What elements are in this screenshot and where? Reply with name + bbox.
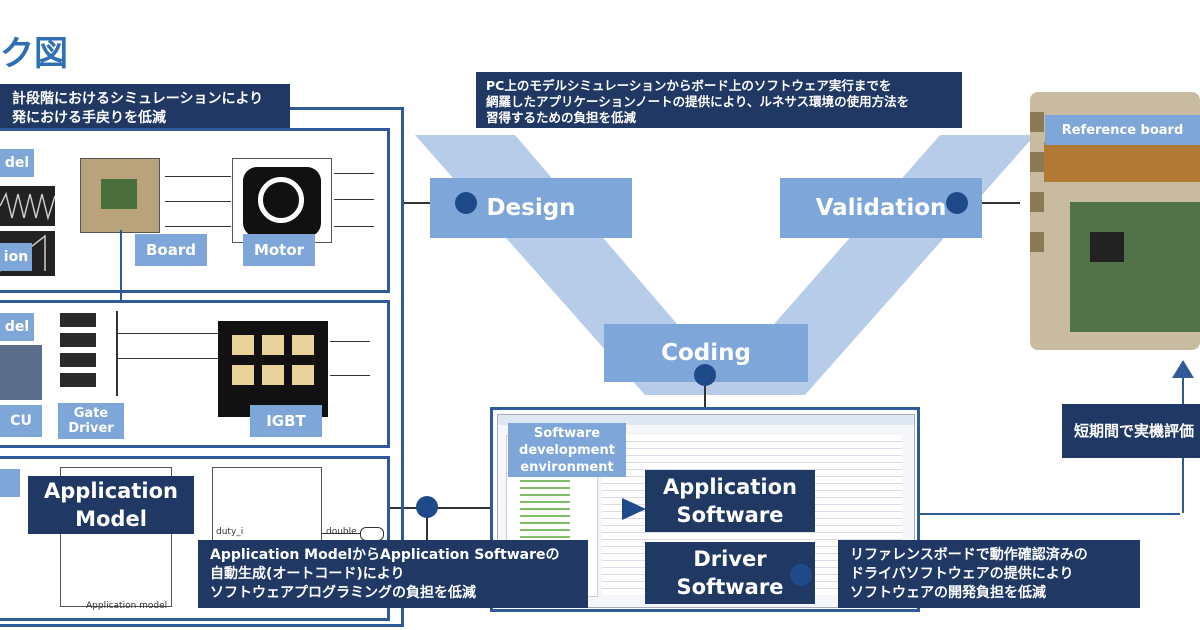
design-dot	[455, 192, 477, 214]
igbt-module-image	[218, 321, 328, 417]
driver-dot	[790, 564, 812, 586]
panel2-out-line-1	[330, 341, 370, 342]
panel2-bus-line	[116, 311, 118, 396]
driver-callout-line-3: ソフトウェアの開発負担を低減	[850, 585, 1046, 601]
top-callout-line-2: 網羅したアプリケーションノートの提供により、ルネサス環境の使用方法を	[486, 94, 910, 109]
panel1-out-line-2	[334, 199, 374, 200]
driver-software-label: Driver Software	[645, 542, 815, 604]
mcu-chip-image	[0, 345, 42, 400]
panel1-signal-line-3	[165, 226, 231, 227]
connector-coding-line	[704, 372, 706, 408]
panel3-port-stub	[0, 469, 20, 497]
panel1-model-label: del	[0, 149, 34, 177]
connector-appmodel-line	[195, 507, 635, 509]
output-port	[360, 527, 384, 541]
double-port-label: double	[326, 527, 357, 537]
gate-driver-chip-2	[60, 333, 96, 347]
panel-link-line	[120, 230, 122, 302]
top-callout: PC上のモデルシミュレーションからボード上のソフトウェア実行までを 網羅したアプ…	[476, 72, 962, 128]
panel1-motor-label: Motor	[243, 234, 315, 266]
panel2-mcu-label: CU	[0, 405, 42, 437]
application-model-label: Application Model	[28, 476, 194, 534]
validation-dot	[946, 192, 968, 214]
application-software-label: Application Software	[645, 470, 815, 532]
panel-hardware-model: del CU Gate Driver IGBT	[0, 300, 390, 448]
autocode-callout-line-1: Application ModelからApplication Softwareの	[210, 547, 560, 563]
panel1-signal-line-2	[165, 201, 231, 202]
panel1-signal-line-1	[165, 176, 231, 177]
oscilloscope-waveform	[0, 186, 56, 226]
gate-driver-chip-1	[60, 313, 96, 327]
reference-board-label: Reference board	[1045, 115, 1200, 145]
gate-driver-chip-4	[60, 373, 96, 387]
connector-right-line	[920, 513, 1180, 515]
panel2-gate-driver-label: Gate Driver	[58, 403, 124, 439]
panel2-out-line-2	[330, 375, 370, 376]
board-image	[80, 158, 160, 233]
driver-callout-line-1: リファレンスボードで動作確認済みの	[850, 547, 1088, 563]
panel1-out-line-1	[334, 173, 374, 174]
motor-block	[232, 158, 332, 243]
software-env-label: Software development environment	[508, 423, 626, 477]
driver-callout-line-2: ドライバソフトウェアの提供により	[850, 566, 1074, 582]
app-model-caption: Application model	[86, 601, 168, 611]
left-callout-line-2: 発における手戻りを低減	[12, 110, 166, 126]
panel-plant-model: del ion Board Motor	[0, 128, 390, 293]
autocode-callout: Application ModelからApplication Softwareの…	[198, 540, 588, 608]
duty-port-label: duty_i	[216, 527, 244, 537]
panel3-out-line	[322, 533, 360, 534]
top-callout-line-3: 習得するための負担を低減	[486, 110, 637, 125]
panel2-signal-line-1	[118, 333, 218, 334]
arrow-right-icon	[622, 498, 646, 520]
panel2-igbt-label: IGBT	[250, 405, 322, 437]
right-callout: 短期間で実機評価	[1062, 404, 1200, 458]
gate-driver-chip-3	[60, 353, 96, 367]
page-title: ク図	[0, 34, 68, 74]
connector-validation-line	[957, 202, 1020, 204]
coding-dot	[694, 364, 716, 386]
panel1-out-line-3	[334, 226, 374, 227]
autocode-callout-line-3: ソフトウェアプログラミングの負担を低減	[210, 585, 476, 601]
driver-callout: リファレンスボードで動作確認済みの ドライバソフトウェアの提供により ソフトウェ…	[838, 540, 1140, 608]
autocode-dot	[416, 496, 438, 518]
connector-autocode-line	[426, 508, 428, 544]
arrow-up-icon	[1172, 360, 1194, 378]
left-callout-line-1: 計段階におけるシミュレーションにより	[12, 91, 264, 107]
autocode-callout-line-2: 自動生成(オートコード)により	[210, 566, 405, 582]
panel1-sim-label: ion	[0, 243, 32, 271]
panel1-board-label: Board	[135, 234, 207, 266]
panel2-signal-line-2	[118, 358, 218, 359]
top-callout-line-1: PC上のモデルシミュレーションからボード上のソフトウェア実行までを	[486, 78, 892, 93]
panel2-model-label: del	[0, 313, 34, 341]
